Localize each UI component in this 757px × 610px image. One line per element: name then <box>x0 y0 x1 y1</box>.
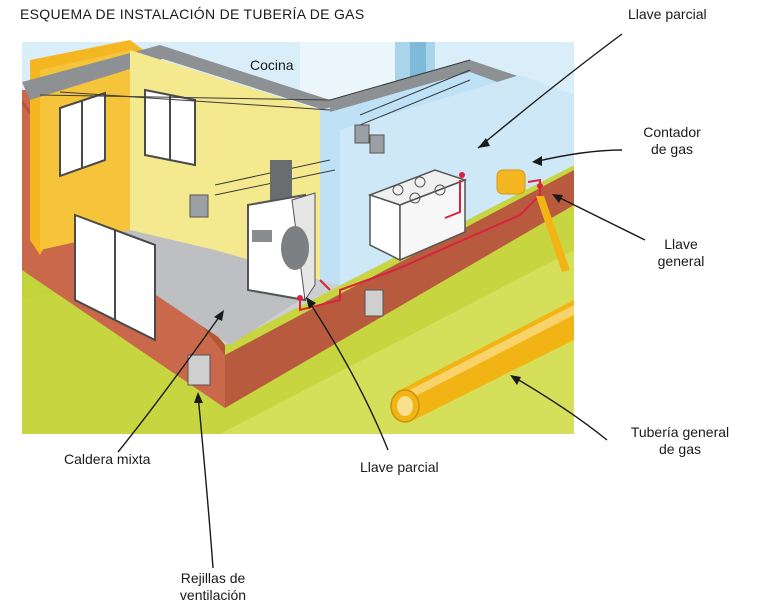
label-llave-parcial-top: Llave parcial <box>628 6 707 22</box>
arrow-caldera-head <box>214 310 224 321</box>
arrow-llave-general-head <box>552 194 563 203</box>
label-llave-general: Llave general <box>646 236 716 270</box>
label-rejillas-line1: Rejillas de <box>180 570 246 586</box>
arrow-rejillas-head <box>194 392 203 403</box>
label-llave-general-line2: general <box>657 253 705 269</box>
arrow-caldera <box>117 312 223 453</box>
label-contador-de-gas: Contador de gas <box>630 124 714 158</box>
label-contador-line2: de gas <box>650 141 694 157</box>
label-tuberia-general: Tubería general de gas <box>610 424 750 458</box>
label-tuberia-line1: Tubería general <box>630 424 730 440</box>
diagram-title: ESQUEMA DE INSTALACIÓN DE TUBERÍA DE GAS <box>20 6 365 22</box>
label-contador-line1: Contador <box>643 124 701 140</box>
callout-arrows <box>117 33 646 569</box>
arrow-tuberia <box>511 375 608 441</box>
room-label-cocina: Cocina <box>250 57 294 73</box>
arrow-llave-parcial-top-head <box>478 138 490 148</box>
arrow-rejillas <box>197 394 214 569</box>
label-llave-general-line1: Llave <box>664 236 698 252</box>
arrow-llave-parcial-bottom <box>307 299 389 451</box>
arrow-contador-head <box>532 156 542 166</box>
arrow-llave-parcial-top <box>477 33 623 149</box>
label-caldera-mixta: Caldera mixta <box>64 451 151 467</box>
arrow-contador <box>533 149 623 163</box>
arrow-llave-parcial-bottom-head <box>306 297 316 309</box>
label-rejillas-de-ventilacion: Rejillas de ventilación <box>168 570 258 604</box>
arrow-tuberia-head <box>510 375 521 385</box>
label-llave-parcial-bottom: Llave parcial <box>360 459 439 475</box>
label-rejillas-line2: ventilación <box>179 587 247 603</box>
label-tuberia-line2: de gas <box>658 441 702 457</box>
arrow-llave-general <box>553 194 646 241</box>
scene-illustration <box>22 40 574 434</box>
